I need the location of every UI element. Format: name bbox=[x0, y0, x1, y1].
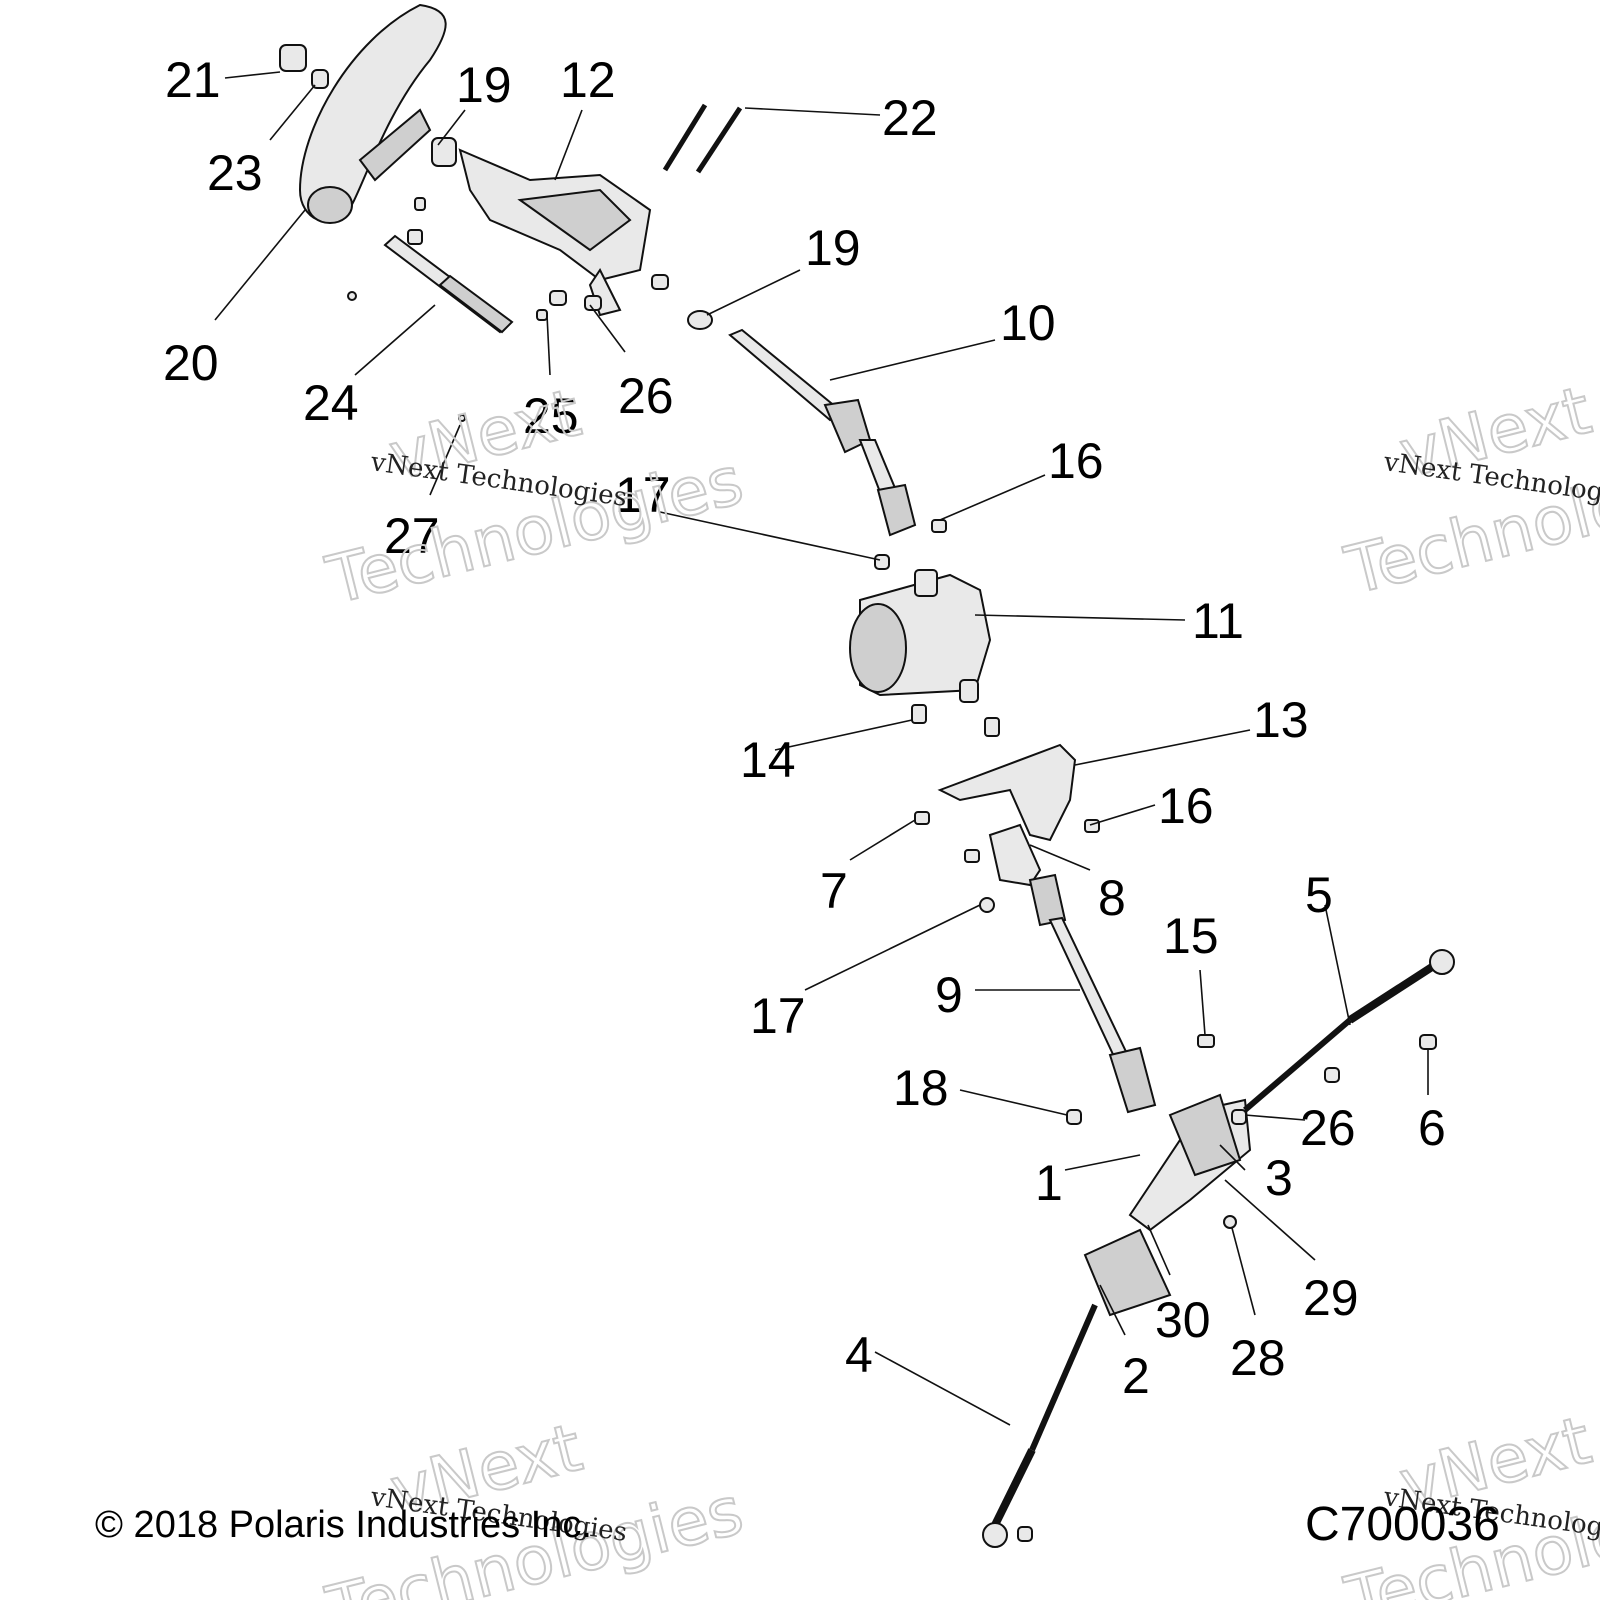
bushing-19 bbox=[687, 310, 713, 330]
callout-12: 12 bbox=[560, 52, 616, 108]
callout-18: 18 bbox=[893, 1060, 949, 1116]
steering-rack bbox=[982, 949, 1455, 1548]
callout-8: 8 bbox=[1098, 870, 1126, 926]
callout-11: 11 bbox=[1192, 593, 1244, 649]
callout-3: 3 bbox=[1265, 1150, 1293, 1206]
small-fasteners-rack bbox=[1017, 1034, 1437, 1542]
callout-13: 13 bbox=[1253, 692, 1309, 748]
boot-cover bbox=[988, 823, 1042, 887]
steering-wheel bbox=[298, 3, 447, 224]
wheel-cap bbox=[279, 44, 329, 89]
callout-7: 7 bbox=[820, 863, 848, 919]
callout-28: 28 bbox=[1230, 1330, 1286, 1386]
callout-15: 15 bbox=[1163, 908, 1219, 964]
callout-22: 22 bbox=[882, 90, 938, 146]
callout-23: 23 bbox=[207, 145, 263, 201]
callout-5: 5 bbox=[1305, 867, 1333, 923]
callout-4: 4 bbox=[845, 1327, 873, 1383]
intermediate-shaft-upper bbox=[728, 328, 917, 537]
gas-strut bbox=[383, 234, 514, 334]
callout-17-lower: 17 bbox=[750, 988, 806, 1044]
drawing-code: C700036 bbox=[1305, 1498, 1500, 1551]
callout-26-upper: 26 bbox=[618, 368, 674, 424]
callout-21: 21 bbox=[165, 52, 221, 108]
small-fasteners-upper bbox=[347, 197, 669, 422]
callout-9: 9 bbox=[935, 967, 963, 1023]
callout-6: 6 bbox=[1418, 1100, 1446, 1156]
callout-2: 2 bbox=[1122, 1348, 1150, 1404]
callout-20: 20 bbox=[163, 335, 219, 391]
callout-29: 29 bbox=[1303, 1270, 1359, 1326]
callout-17-upper: 17 bbox=[615, 467, 671, 523]
callout-24: 24 bbox=[303, 375, 359, 431]
callout-19-upper: 19 bbox=[456, 57, 512, 113]
callout-16-upper: 16 bbox=[1048, 433, 1104, 489]
callout-25: 25 bbox=[523, 388, 579, 444]
intermediate-shaft-lower bbox=[1028, 873, 1157, 1114]
callout-19-middle: 19 bbox=[805, 220, 861, 276]
callout-30: 30 bbox=[1155, 1292, 1211, 1348]
callout-10: 10 bbox=[1000, 295, 1056, 351]
leader-lines bbox=[214, 71, 1429, 1426]
callout-16-lower: 16 bbox=[1158, 778, 1214, 834]
watermark-bottom-right: vNext Technologies bbox=[1337, 1401, 1600, 1600]
small-fasteners-middle bbox=[874, 519, 1000, 737]
copyright-notice: © 2018 Polaris Industries Inc. bbox=[95, 1504, 592, 1546]
steering-column-bracket bbox=[431, 137, 652, 317]
callout-labels: 21 23 19 12 22 20 24 25 26 19 10 27 17 1… bbox=[163, 52, 1446, 1404]
mounting-bracket bbox=[937, 743, 1077, 842]
callout-14: 14 bbox=[740, 732, 796, 788]
eps-unit bbox=[849, 569, 992, 703]
callout-1: 1 bbox=[1035, 1155, 1063, 1211]
watermark-bottom-left: vNext Technologies bbox=[318, 1408, 751, 1600]
callout-27: 27 bbox=[384, 508, 440, 564]
callout-26-lower: 26 bbox=[1300, 1100, 1356, 1156]
long-bolts bbox=[662, 103, 743, 174]
